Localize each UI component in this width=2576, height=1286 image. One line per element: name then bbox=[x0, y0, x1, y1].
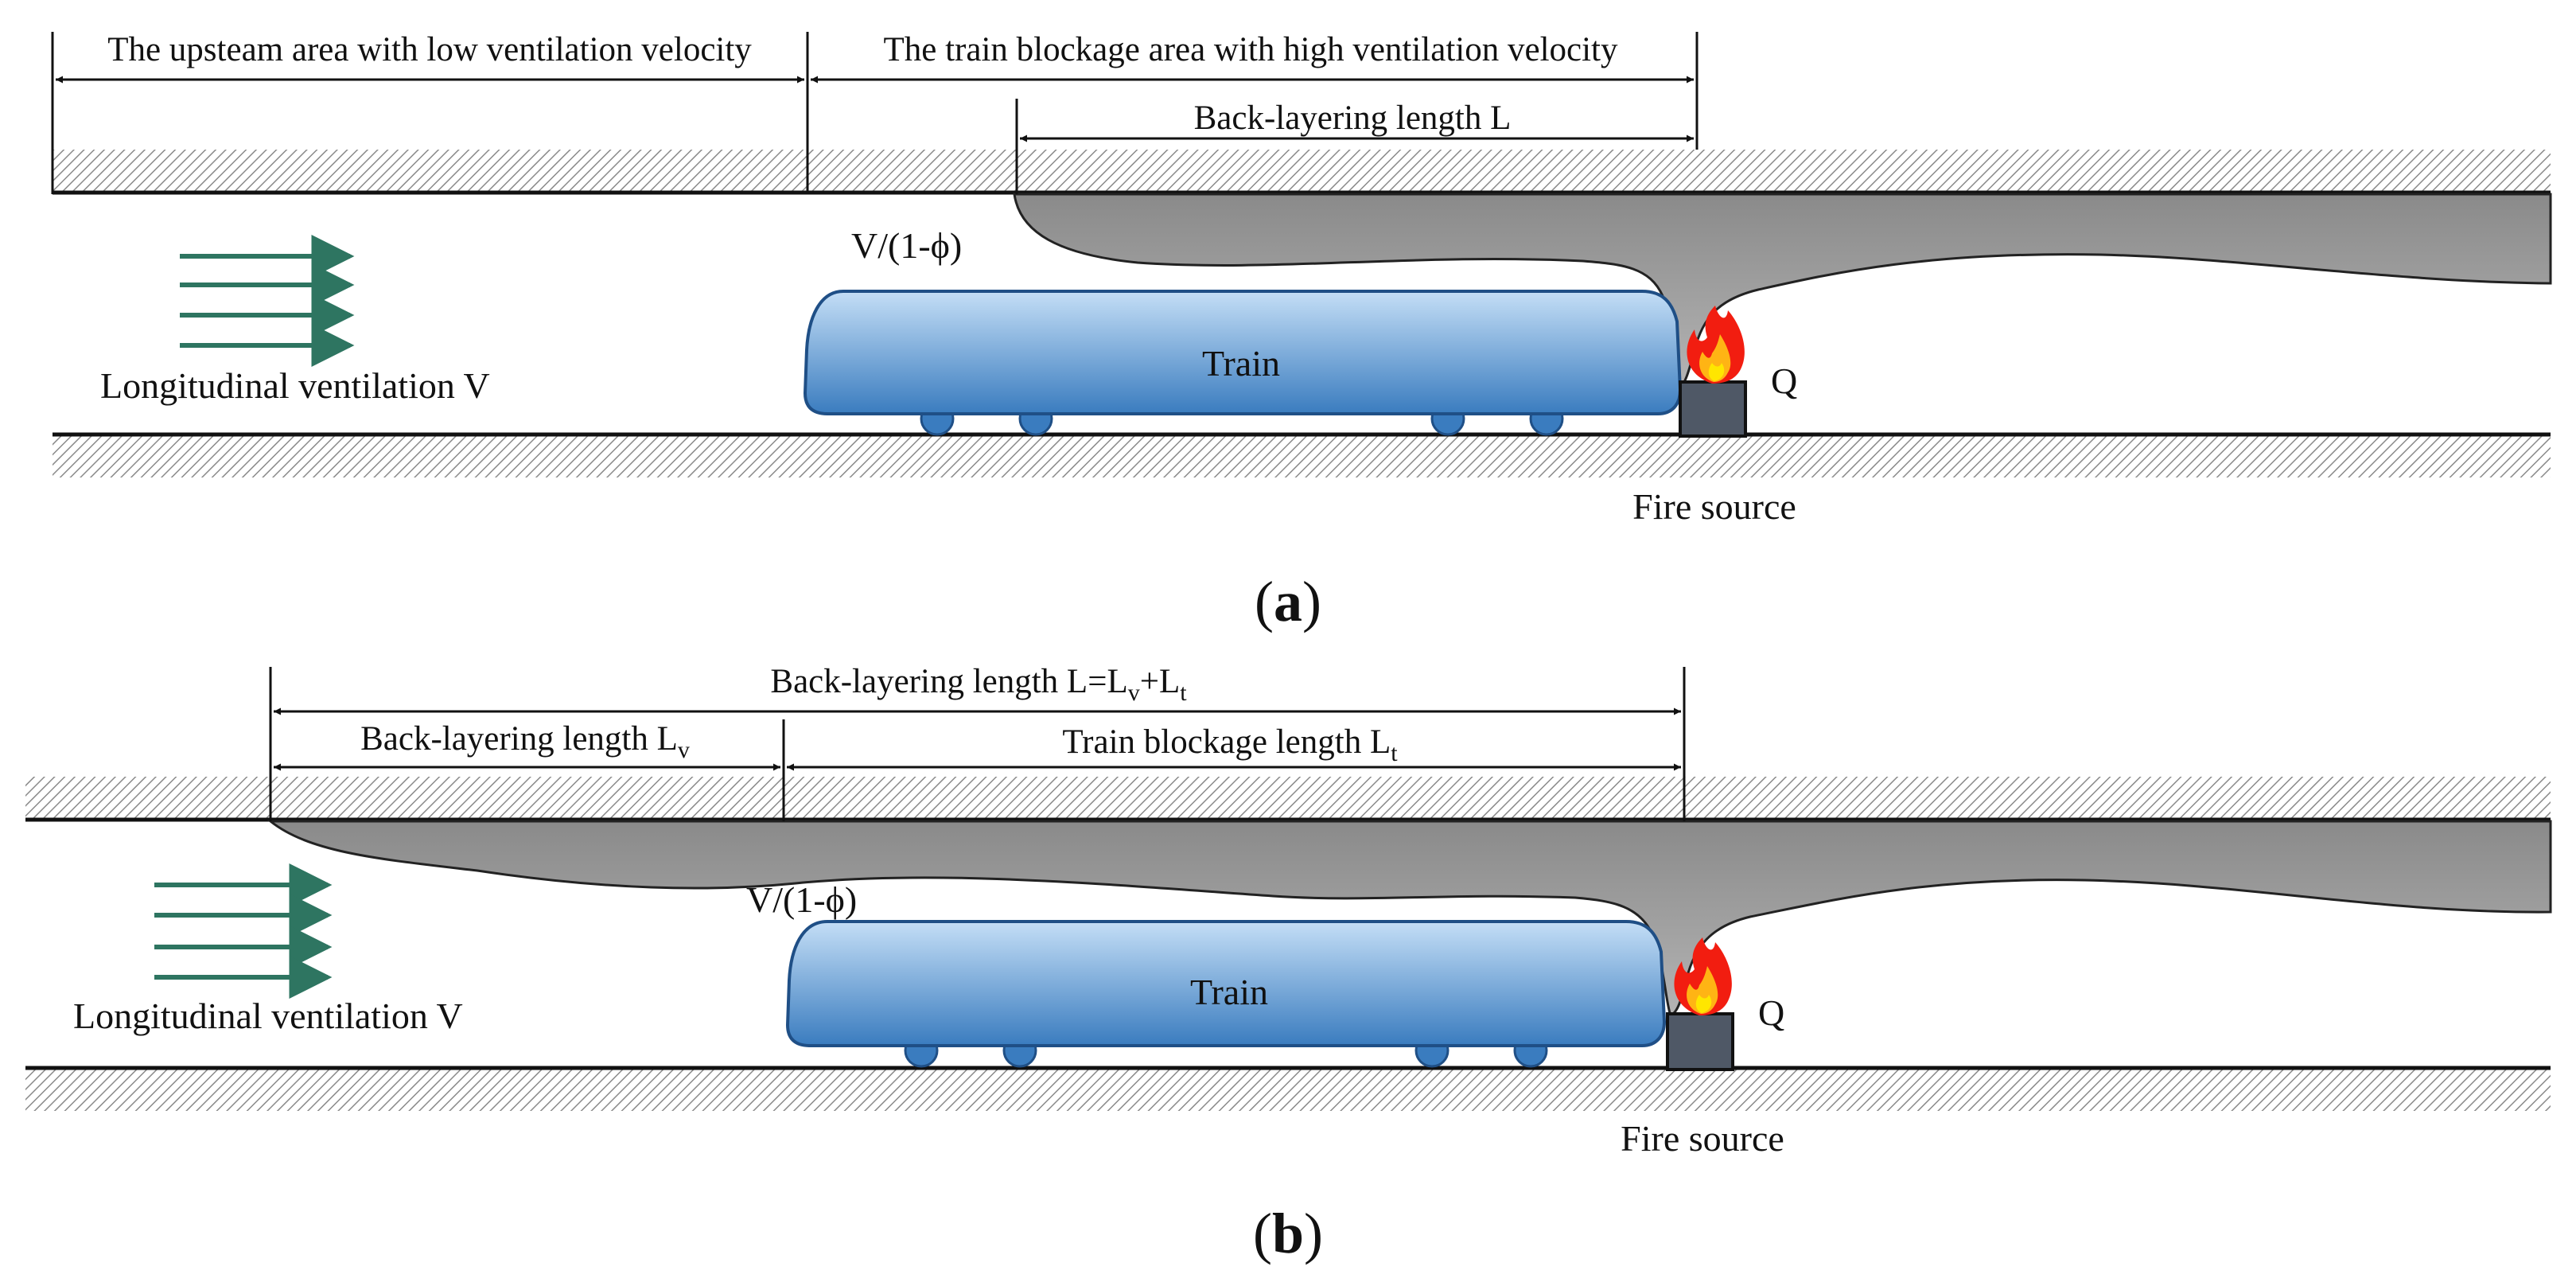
lt-label: Train blockage length Lt bbox=[1062, 723, 1398, 766]
lv-label: Back-layering length Lv bbox=[360, 720, 690, 763]
fire-source-label: Fire source bbox=[1621, 1118, 1784, 1159]
fire-icon bbox=[1687, 306, 1745, 384]
train-icon bbox=[785, 920, 1667, 1068]
heat-release-label: Q bbox=[1758, 992, 1784, 1033]
train-icon bbox=[803, 290, 1683, 436]
smoke-layer bbox=[267, 820, 2552, 1018]
ventilation-arrows bbox=[180, 235, 355, 367]
fire-icon bbox=[1674, 937, 1732, 1015]
ventilation-label: Longitudinal ventilation V bbox=[73, 996, 463, 1036]
panel-b-label: (b) bbox=[1253, 1202, 1323, 1265]
tunnel-floor bbox=[53, 436, 2551, 477]
tunnel-floor bbox=[25, 1070, 2551, 1111]
total-length-label: Back-layering length L=Lv+Lt bbox=[770, 663, 1187, 706]
dimension-lines bbox=[51, 32, 1699, 194]
back-layering-label: Back-layering length L bbox=[1194, 99, 1512, 137]
velocity-label: V/(1-ϕ) bbox=[746, 879, 857, 920]
ventilation-arrows bbox=[154, 863, 333, 999]
fire-source-label: Fire source bbox=[1632, 486, 1796, 527]
upstream-area-label: The upsteam area with low ventilation ve… bbox=[107, 31, 752, 68]
fire-source-box bbox=[1679, 380, 1747, 438]
panel-b: Train Back-layering length L=Lv+Lt Back-… bbox=[25, 663, 2552, 1265]
panel-a: Train The upsteam area with low ventila bbox=[51, 31, 2552, 633]
panel-a-label: (a) bbox=[1255, 570, 1321, 633]
dimension-lines bbox=[269, 667, 1686, 821]
train-label: Train bbox=[1190, 972, 1268, 1012]
tunnel-ceiling bbox=[53, 150, 2551, 191]
fire-source-box bbox=[1666, 1012, 1734, 1071]
ventilation-label: Longitudinal ventilation V bbox=[100, 365, 490, 406]
heat-release-label: Q bbox=[1771, 360, 1797, 401]
blockage-area-label: The train blockage area with high ventil… bbox=[884, 31, 1618, 68]
train-label: Train bbox=[1202, 343, 1280, 384]
tunnel-ceiling bbox=[25, 777, 2551, 818]
velocity-label: V/(1-ϕ) bbox=[851, 225, 962, 266]
